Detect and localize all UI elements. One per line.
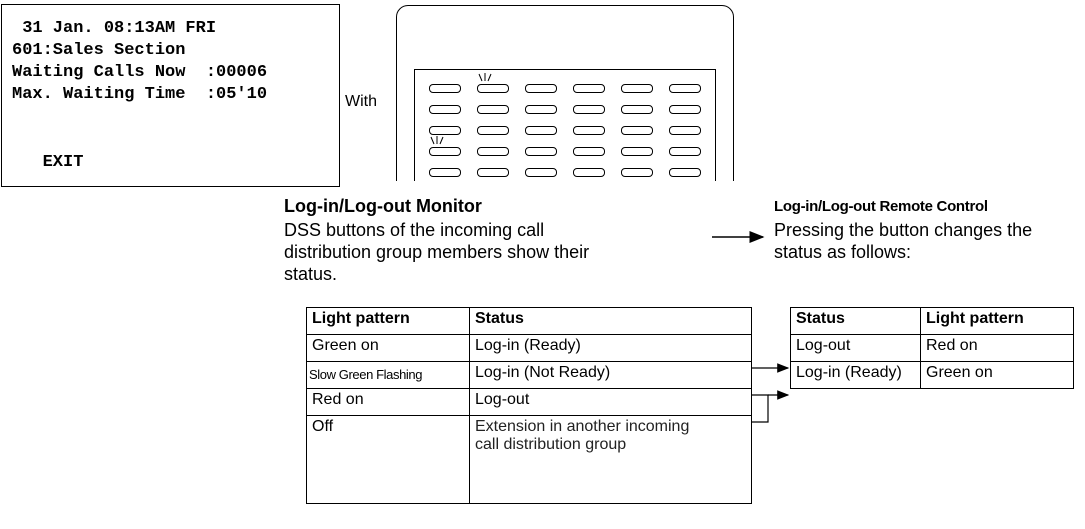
dss-button[interactable] — [525, 126, 557, 135]
dss-button-panel — [414, 69, 716, 190]
dss-button[interactable] — [525, 105, 557, 114]
status-cell-text: Extension in another incoming call distr… — [475, 418, 690, 453]
dss-button[interactable] — [477, 84, 509, 93]
header-light-pattern: Light pattern — [306, 307, 470, 335]
remote-control-table: Status Light pattern Log-out Red on Log-… — [790, 307, 1074, 389]
dss-button[interactable] — [573, 84, 605, 93]
row-bracket — [752, 394, 769, 423]
dss-button[interactable] — [573, 126, 605, 135]
lcd-waiting-calls-line: Waiting Calls Now :00006 — [12, 63, 268, 82]
light-pattern-cell: Green on — [920, 361, 1074, 389]
dss-button[interactable] — [525, 168, 557, 177]
light-pattern-cell: Slow Green Flashing — [306, 361, 470, 389]
dss-button[interactable] — [477, 147, 509, 156]
dss-button[interactable] — [477, 105, 509, 114]
status-cell: Log-in (Ready) — [790, 361, 921, 389]
dss-button[interactable] — [429, 105, 461, 114]
status-cell: Log-in (Ready) — [469, 334, 752, 362]
dss-button[interactable] — [429, 147, 461, 156]
table-row: Slow Green Flashing Log-in (Not Ready) — [306, 361, 752, 389]
dss-console — [396, 5, 741, 221]
lcd-display: 31 Jan. 08:13AM FRI 601:Sales Section Wa… — [1, 4, 340, 187]
lcd-waiting-time-line: Max. Waiting Time :05'10 — [12, 85, 268, 104]
table-row: Log-in (Ready) Green on — [790, 361, 1074, 389]
dss-button[interactable] — [621, 147, 653, 156]
dss-button[interactable] — [621, 168, 653, 177]
flashing-indicator-icon — [478, 73, 492, 82]
light-pattern-status-table: Light pattern Status Green on Log-in (Re… — [306, 307, 752, 504]
remote-description: Pressing the button changes the status a… — [774, 219, 1085, 263]
table-row: Off Extension in another incoming call d… — [306, 415, 752, 504]
dss-button[interactable] — [525, 147, 557, 156]
dss-button[interactable] — [621, 84, 653, 93]
monitor-description: DSS buttons of the incoming call distrib… — [284, 219, 704, 285]
dss-button[interactable] — [621, 126, 653, 135]
light-pattern-cell: Green on — [306, 334, 470, 362]
light-pattern-cell: Red on — [920, 334, 1074, 362]
dss-button[interactable] — [429, 84, 461, 93]
remote-title: Log-in/Log-out Remote Control — [774, 198, 988, 215]
dss-button[interactable] — [621, 105, 653, 114]
dss-button[interactable] — [429, 126, 461, 135]
dss-button[interactable] — [669, 147, 701, 156]
header-status: Status — [469, 307, 752, 335]
table-row: Green on Log-in (Ready) — [306, 334, 752, 362]
dss-button[interactable] — [573, 168, 605, 177]
header-light-pattern: Light pattern — [920, 307, 1074, 335]
dss-button[interactable] — [669, 84, 701, 93]
light-pattern-cell: Off — [306, 415, 470, 504]
remote-description-text: Pressing the button changes the status a… — [774, 220, 1033, 262]
dss-button[interactable] — [525, 84, 557, 93]
dss-button[interactable] — [429, 168, 461, 177]
monitor-title: Log-in/Log-out Monitor — [284, 196, 482, 216]
with-label: With — [345, 93, 377, 110]
dss-button[interactable] — [669, 105, 701, 114]
dss-button[interactable] — [477, 126, 509, 135]
dss-button[interactable] — [669, 168, 701, 177]
dss-button[interactable] — [669, 126, 701, 135]
flashing-indicator-icon — [430, 136, 444, 145]
lcd-date-line: 31 Jan. 08:13AM FRI — [12, 19, 217, 38]
status-cell: Log-out — [469, 388, 752, 416]
monitor-description-text: DSS buttons of the incoming call distrib… — [284, 220, 590, 284]
dss-button[interactable] — [573, 105, 605, 114]
status-cell: Extension in another incoming call distr… — [469, 415, 752, 504]
dss-button[interactable] — [573, 147, 605, 156]
lcd-exit-option[interactable]: EXIT — [12, 153, 84, 172]
lcd-group-line: 601:Sales Section — [12, 41, 186, 60]
dss-button[interactable] — [477, 168, 509, 177]
